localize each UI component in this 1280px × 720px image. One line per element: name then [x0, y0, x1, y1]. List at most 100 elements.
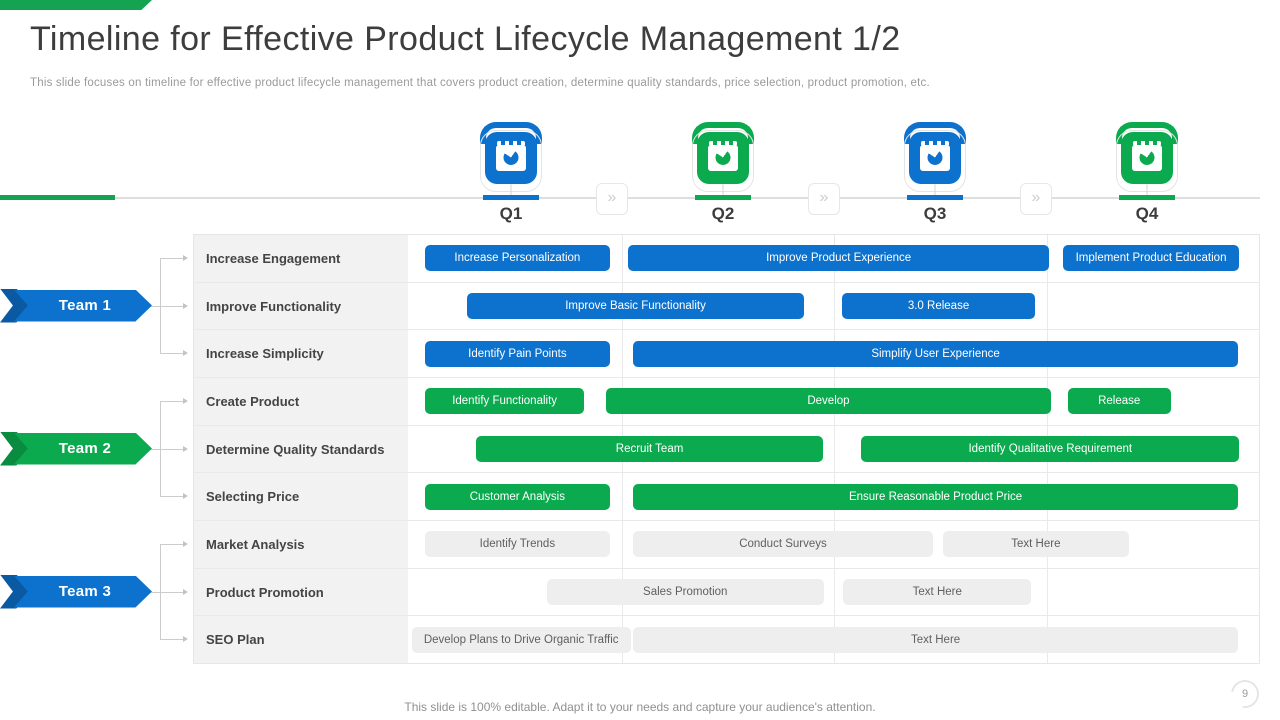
connector-line: [150, 448, 161, 450]
row-timeline-cell: Identify Functionality Develop Release: [409, 378, 1259, 425]
quarter-marker-q1[interactable]: Q1: [466, 0, 556, 230]
calendar-binding: [709, 141, 737, 146]
marker-stem: [722, 184, 724, 196]
marker-underline: [907, 195, 963, 200]
task-bar[interactable]: Increase Personalization: [425, 245, 610, 272]
double-chevron-icon[interactable]: »: [1020, 183, 1052, 215]
task-bar[interactable]: Customer Analysis: [425, 483, 610, 510]
calendar-card: [496, 145, 526, 171]
connector-line: [160, 400, 183, 402]
team-banner-team-2[interactable]: Team 2: [14, 432, 152, 465]
row-label-cell[interactable]: Increase Simplicity: [194, 330, 409, 378]
task-bar[interactable]: Text Here: [843, 579, 1032, 606]
row-label-cell[interactable]: Determine Quality Standards: [194, 425, 409, 473]
timeline-axis: [112, 197, 1260, 199]
table-row: Determine Quality Standards Recruit Team I…: [194, 425, 1259, 474]
marker-stem: [510, 184, 512, 196]
double-chevron-icon[interactable]: »: [596, 183, 628, 215]
row-label-cell[interactable]: Selecting Price: [194, 473, 409, 521]
task-bar[interactable]: Text Here: [633, 626, 1238, 653]
table-row: Product Promotion Sales Promotion Text Her…: [194, 568, 1259, 617]
connector-arrow-icon: [183, 350, 188, 357]
quarter-label: Q4: [1135, 204, 1159, 223]
task-bar[interactable]: Develop: [606, 388, 1051, 415]
task-bar[interactable]: Identify Trends: [425, 531, 610, 558]
connector-line: [150, 305, 161, 307]
row-label-cell[interactable]: SEO Plan: [194, 616, 409, 664]
task-bar[interactable]: Recruit Team: [476, 436, 823, 463]
quarter-label: Q1: [499, 204, 523, 223]
calendar-card: [708, 145, 738, 171]
calendar-pie-icon[interactable]: [697, 132, 749, 184]
row-label-cell[interactable]: Increase Engagement: [194, 235, 409, 282]
task-bar[interactable]: Simplify User Experience: [633, 340, 1238, 367]
double-chevron-icon[interactable]: »: [808, 183, 840, 215]
table-row: Create Product Identify Functionality Deve…: [194, 378, 1259, 426]
grid-line-vertical: [834, 235, 835, 663]
connector-line: [160, 496, 183, 498]
marker-stem: [934, 184, 936, 196]
task-bar[interactable]: Identify Pain Points: [425, 340, 610, 367]
pie-chart-glyph: [503, 150, 519, 165]
task-bar[interactable]: Text Here: [942, 531, 1129, 558]
row-label-cell[interactable]: Create Product: [194, 378, 409, 425]
task-bar[interactable]: 3.0 Release: [841, 293, 1036, 319]
connector-line: [160, 353, 183, 355]
marker-arc: [692, 122, 754, 144]
marker-arc: [904, 122, 966, 144]
task-bar[interactable]: Improve Product Experience: [628, 245, 1050, 272]
calendar-binding: [921, 141, 949, 146]
quarter-marker-q4[interactable]: Q4: [1102, 0, 1192, 230]
task-bar[interactable]: Ensure Reasonable Product Price: [633, 483, 1238, 510]
quarter-label: Q2: [711, 204, 735, 223]
task-bar[interactable]: Identify Functionality: [425, 388, 585, 415]
slide-subtitle[interactable]: This slide focuses on timeline for effec…: [30, 77, 930, 89]
team-banner-team-3[interactable]: Team 3: [14, 575, 152, 608]
task-bar[interactable]: Release: [1067, 388, 1171, 415]
task-bar[interactable]: Identify Qualitative Requirement: [861, 436, 1240, 463]
connector-line: [150, 591, 161, 593]
team-label: Team 3: [58, 583, 112, 601]
marker-underline: [483, 195, 539, 200]
row-label-cell[interactable]: Product Promotion: [194, 568, 409, 616]
task-bar[interactable]: Implement Product Education: [1062, 245, 1240, 272]
page-number: 9: [1241, 688, 1249, 700]
quarter-marker-q2[interactable]: Q2: [678, 0, 768, 230]
calendar-pie-icon[interactable]: [909, 132, 961, 184]
row-label-cell[interactable]: Market Analysis: [194, 521, 409, 568]
task-bar[interactable]: Improve Basic Functionality: [466, 293, 805, 319]
row-label-cell[interactable]: Improve Functionality: [194, 282, 409, 330]
marker-stem: [1146, 184, 1148, 196]
quarter-marker-q3[interactable]: Q3: [890, 0, 980, 230]
marker-underline: [695, 195, 751, 200]
page-title[interactable]: Timeline for Effective Product Lifecycle…: [30, 20, 901, 58]
row-timeline-cell: Improve Basic Functionality 3.0 Release: [409, 283, 1259, 330]
quarter-label: Q3: [923, 204, 947, 223]
calendar-pie-icon[interactable]: [485, 132, 537, 184]
calendar-binding: [497, 141, 525, 146]
table-row: Selecting Price Customer Analysis Ensure R…: [194, 473, 1259, 522]
table-row: Market Analysis Identify Trends Conduct Su…: [194, 521, 1259, 569]
row-timeline-cell: Customer Analysis Ensure Reasonable Produ…: [409, 473, 1259, 520]
pie-chart-glyph: [927, 150, 943, 165]
slide-footer[interactable]: This slide is 100% editable. Adapt it to…: [404, 700, 876, 714]
team-banner-team-1[interactable]: Team 1: [14, 289, 152, 322]
connector-arrow-icon: [183, 540, 188, 547]
calendar-pie-icon[interactable]: [1121, 132, 1173, 184]
task-bar[interactable]: Conduct Surveys: [633, 531, 933, 558]
connector-line: [160, 257, 183, 259]
pie-chart-glyph: [1139, 150, 1155, 165]
marker-arc: [480, 122, 542, 144]
task-bar[interactable]: Develop Plans to Drive Organic Traffic: [411, 626, 631, 653]
connector-line: [160, 591, 183, 593]
row-timeline-cell: Increase Personalization Improve Product …: [409, 235, 1259, 282]
connector-line: [160, 543, 161, 640]
connector-line: [160, 257, 161, 354]
pie-chart-glyph: [715, 150, 731, 165]
top-accent-bar: [0, 0, 152, 10]
task-bar[interactable]: Sales Promotion: [546, 579, 824, 606]
